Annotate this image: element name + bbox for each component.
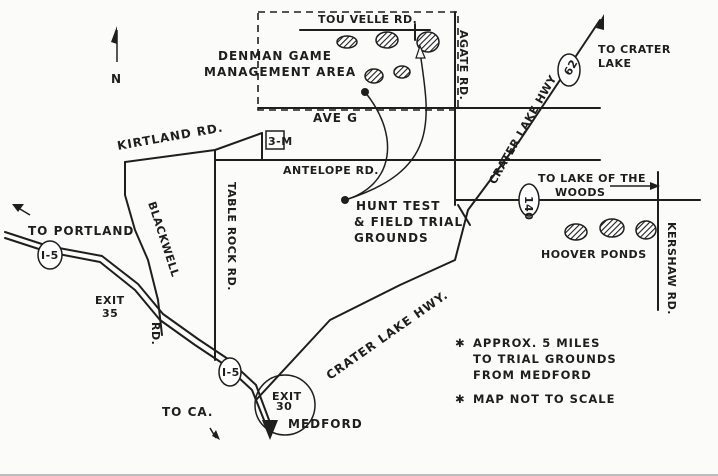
shield-i5-bottom-label: I-5 xyxy=(222,366,240,379)
to-crater-label-2: LAKE xyxy=(598,57,632,70)
to-lake-woods-label-1: TO LAKE OF THE xyxy=(538,172,646,185)
crater-spur xyxy=(457,204,471,226)
crater-hwy-lower-label: CRATER LAKE HWY. xyxy=(324,288,451,383)
hoover-pond xyxy=(599,218,625,238)
medford-arrow-icon xyxy=(262,420,278,440)
route-arrow-2 xyxy=(344,51,427,201)
blackwell-road xyxy=(124,161,163,336)
medford-label: MEDFORD xyxy=(288,417,363,431)
ave-g-label: AVE G xyxy=(313,111,358,125)
denman-pond xyxy=(393,65,411,79)
kershaw-label: KERSHAW RD. xyxy=(665,222,678,315)
hoover-ponds-label: HOOVER PONDS xyxy=(541,248,647,261)
hunt-test-label-1: HUNT TEST xyxy=(356,199,440,213)
i5-highway-parallel xyxy=(4,231,273,429)
to-portland-arrow-icon xyxy=(12,204,24,212)
to-ca-label: TO CA. xyxy=(162,405,213,419)
route-arrow-1 xyxy=(344,91,389,201)
exit-30-label-2: 30 xyxy=(276,400,292,413)
blackwell-rd-label: RD. xyxy=(149,322,162,345)
to-lake-woods-label-2: WOODS xyxy=(555,186,605,199)
table-rock-label: TABLE ROCK RD. xyxy=(225,182,238,291)
denman-label-1: DENMAN GAME xyxy=(218,49,332,63)
note-asterisk-2: ✱ xyxy=(455,392,466,406)
exit-35-label-2: 35 xyxy=(102,307,118,320)
tou-velle-label: TOU VELLE RD. xyxy=(318,13,417,26)
three-m-label: 3-M xyxy=(268,135,293,148)
note-asterisk-1: ✱ xyxy=(455,336,466,350)
exit-30-label-1: EXIT xyxy=(272,390,302,403)
shield-62-icon: 62 xyxy=(557,53,581,87)
note-1-line-3: FROM MEDFORD xyxy=(473,368,592,382)
exit-35-label-1: EXIT xyxy=(95,294,125,307)
to-crater-arrow-icon xyxy=(596,14,604,30)
denman-pond xyxy=(375,31,399,49)
denman-pond xyxy=(416,31,440,53)
shield-i5-top-icon: I-5 xyxy=(37,240,63,270)
route-arrowhead-icon xyxy=(415,44,426,59)
to-crater-label-1: TO CRATER xyxy=(598,43,671,56)
denman-label-2: MANAGEMENT AREA xyxy=(204,65,356,79)
denman-pond xyxy=(364,68,384,84)
hoover-pond xyxy=(564,223,588,241)
shield-i5-top-label: I-5 xyxy=(41,249,59,262)
hoover-pond xyxy=(635,220,657,240)
note-2: MAP NOT TO SCALE xyxy=(473,392,615,406)
note-1-line-1: APPROX. 5 MILES xyxy=(473,336,600,350)
crater-lake-highway xyxy=(255,19,601,401)
hunt-test-label-2: & FIELD TRIAL xyxy=(354,215,463,229)
north-label: N xyxy=(111,72,122,86)
shield-140-label: 140 xyxy=(522,196,535,220)
agate-label: AGATE RD. xyxy=(457,30,470,100)
crater-hwy-upper-label: CRATER LAKE HWY xyxy=(486,72,559,186)
antelope-label: ANTELOPE RD. xyxy=(283,164,379,177)
to-portland-label: TO PORTLAND xyxy=(28,224,134,238)
shield-i5-bottom-icon: I-5 xyxy=(218,357,242,387)
denman-pond xyxy=(336,35,358,49)
hunt-test-label-3: GROUNDS xyxy=(354,231,429,245)
denman-boundary xyxy=(257,11,459,111)
note-1-line-2: TO TRIAL GROUNDS xyxy=(473,352,617,366)
shield-140-icon: 140 xyxy=(518,183,540,220)
lake-woods-arrow-icon xyxy=(650,182,660,190)
kirtland-label: KIRTLAND RD. xyxy=(116,120,224,152)
to-ca-arrow-icon xyxy=(212,430,220,440)
medford-circle xyxy=(254,374,316,436)
three-m-box xyxy=(265,130,285,150)
i5-highway xyxy=(4,237,269,431)
north-arrow-icon: N xyxy=(111,26,122,86)
